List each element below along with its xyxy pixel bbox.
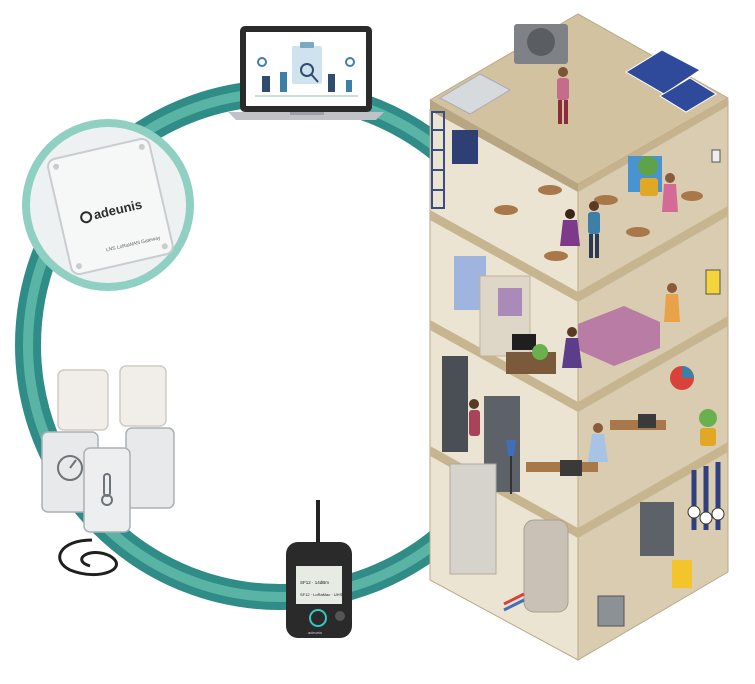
tester-brand: adeunis	[308, 630, 322, 635]
laptop-dashboard-icon	[228, 26, 384, 120]
tester-screen-line1: SF12 · 14dBm	[300, 580, 329, 585]
tester-button[interactable]	[309, 609, 327, 627]
gauge-icon	[57, 455, 83, 481]
adeunis-logo-icon	[80, 211, 93, 224]
tester-screen-line2: SF12 · LoRaMac · UHS	[300, 592, 343, 597]
field-tester-icon: SF12 · 14dBm SF12 · LoRaMac · UHS adeuni…	[286, 500, 352, 638]
gateway-device-icon: adeunis LNS LoRaWAN Gateway	[22, 119, 194, 291]
sensor-group-icon	[41, 365, 175, 577]
smart-building-icon	[428, 13, 730, 661]
